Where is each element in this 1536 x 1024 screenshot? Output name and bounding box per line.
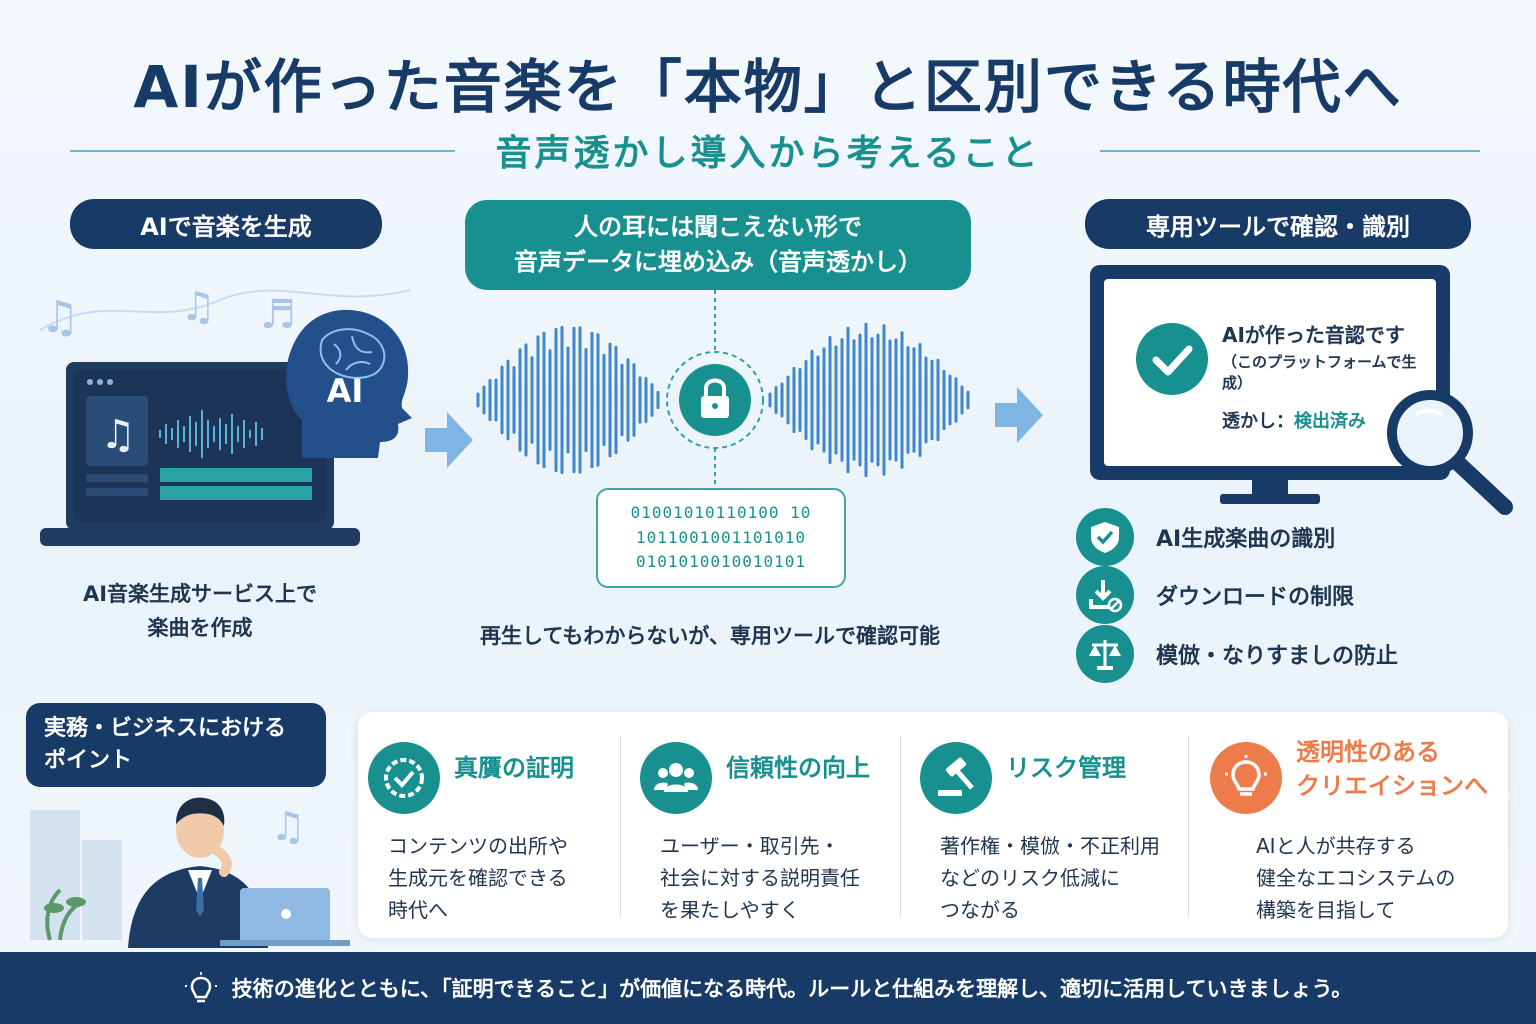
feature-impersonation-label: 模倣・なりすましの防止: [1156, 644, 1399, 669]
binary-line: 01001010110100 10: [630, 502, 812, 522]
badge-check-icon: [368, 742, 440, 814]
point-transparency: 透明性のある クリエイションへ AIと人が共存する 健全なエコシステムの 構築を…: [1210, 732, 1500, 928]
point-trust: 信頼性の向上 ユーザー・取引先・ 社会に対する説明責任 を果たしやすく: [640, 732, 905, 928]
feature-identify-label: AI生成楽曲の識別: [1156, 527, 1336, 552]
watermark-status: 透かし：検出済み: [1222, 407, 1366, 433]
businessman-illustration: ♫: [30, 797, 350, 948]
footer-banner: 技術の進化とともに、「証明できること」が価値になる時代。ルールと仕組みを理解し、…: [0, 952, 1536, 1024]
waveform-illustration: [476, 290, 970, 485]
point-body-line: 社会に対する説明責任: [660, 866, 860, 890]
embed-pill-line2: 音声データに埋め込み（音声透かし）: [514, 248, 922, 276]
point-transparency-title-line2: クリエイションへ: [1296, 771, 1488, 800]
binary-data-box: 01001010110100 10 1011001001101010 01010…: [596, 488, 846, 588]
download-block-icon: [1076, 566, 1134, 624]
point-risk: リスク管理 著作権・模倣・不正利用 などのリスク低減に つながる: [920, 732, 1185, 928]
gavel-icon: [920, 742, 992, 814]
footer-text: 技術の進化とともに、「証明できること」が価値になる時代。ルールと仕組みを理解し、…: [231, 977, 1353, 1001]
feature-download-limit: ダウンロードの制限: [1076, 566, 1354, 624]
monitor-screen: AIが作った音認です （このプラットフォームで生成） 透かし：検出済み: [1104, 279, 1436, 466]
monitor: AIが作った音認です （このプラットフォームで生成） 透かし：検出済み: [1090, 265, 1450, 480]
lightbulb-icon: [184, 972, 217, 1003]
watermark-status-label: 透かし：: [1222, 411, 1294, 432]
svg-text:♫: ♫: [180, 284, 216, 330]
point-body-line: つながる: [940, 898, 1020, 922]
svg-text:♫: ♫: [270, 804, 306, 850]
generate-caption-line2: 楽曲を作成: [147, 615, 253, 640]
binary-line: 0101010010010101: [635, 552, 807, 572]
embed-pill-line1: 人の耳には聞こえない形で: [574, 213, 862, 242]
page-subtitle: 音声透かし導入から考えること: [495, 133, 1041, 174]
point-trust-body: ユーザー・取引先・ 社会に対する説明責任 を果たしやすく: [660, 830, 860, 926]
point-divider: [900, 736, 901, 916]
business-points-panel: 真贋の証明 コンテンツの出所や 生成元を確認できる 時代へ 信頼性の向上 ユーザ…: [358, 712, 1508, 938]
verify-pill: 専用ツールで確認・識別: [1085, 199, 1471, 249]
point-body-line: 生成元を確認できる: [388, 866, 568, 890]
point-divider: [1188, 736, 1189, 916]
svg-text:♬: ♬: [260, 292, 296, 338]
lightbulb-icon: [1210, 742, 1282, 814]
point-trust-title: 信頼性の向上: [726, 754, 870, 782]
check-icon: [1136, 323, 1208, 395]
ai-head-label: AI: [326, 372, 364, 410]
point-risk-title: リスク管理: [1006, 754, 1126, 782]
point-body-line: 健全なエコシステムの: [1256, 866, 1456, 890]
point-authenticity-title: 真贋の証明: [454, 754, 574, 782]
point-body-line: コンテンツの出所や: [388, 834, 568, 858]
generate-caption: AI音楽生成サービス上で 楽曲を作成: [40, 578, 360, 645]
svg-text:♫: ♫: [40, 292, 79, 343]
watermark-status-value: 検出済み: [1294, 411, 1366, 432]
point-body-line: 著作権・模倣・不正利用: [940, 834, 1160, 858]
point-divider: [620, 736, 621, 916]
embed-pill: 人の耳には聞こえない形で 音声データに埋め込み（音声透かし）: [465, 200, 971, 290]
subtitle-rule-right: [1100, 150, 1480, 152]
point-body-line: 時代へ: [388, 898, 448, 922]
point-body-line: ユーザー・取引先・: [660, 834, 840, 858]
monitor-result-text: AIが作った音認です: [1222, 323, 1405, 347]
point-transparency-body: AIと人が共存する 健全なエコシステムの 構築を目指して: [1256, 830, 1455, 926]
magnifier-icon: [1387, 390, 1513, 515]
arrow-right-icon: [425, 412, 473, 468]
watermark-caption: 再生してもわからないが、専用ツールで確認可能: [480, 624, 940, 648]
point-body-line: AIと人が共存する: [1256, 834, 1416, 858]
scales-icon: [1076, 625, 1134, 683]
point-risk-body: 著作権・模倣・不正利用 などのリスク低減に つながる: [940, 830, 1160, 926]
point-body-line: を果たしやすく: [660, 898, 800, 922]
point-body-line: などのリスク低減に: [940, 866, 1120, 890]
business-points-pill: 実務・ビジネスにおける ポイント: [26, 703, 326, 787]
binary-line: 1011001001101010: [635, 527, 807, 547]
page-title: AIが作った音楽を「本物」と区別できる時代へ: [133, 53, 1403, 121]
music-notes-decoration: ♫ ♫ ♬: [39, 284, 411, 343]
generate-caption-line1: AI音楽生成サービス上で: [82, 582, 318, 606]
point-authenticity-body: コンテンツの出所や 生成元を確認できる 時代へ: [388, 830, 568, 926]
arrow-right-icon: [995, 387, 1043, 443]
monitor-result-subtext: （このプラットフォームで生成）: [1222, 353, 1417, 392]
monitor-stand: [1220, 478, 1320, 504]
shield-check-icon: [1076, 508, 1134, 566]
point-transparency-title-line1: 透明性のある: [1296, 738, 1440, 766]
business-pill-line2: ポイント: [44, 747, 133, 773]
subtitle-rule-left: [70, 150, 455, 152]
business-pill-line1: 実務・ビジネスにおける: [44, 716, 287, 741]
point-transparency-title: 透明性のある クリエイションへ: [1296, 736, 1488, 803]
people-icon: [640, 742, 712, 814]
feature-identify: AI生成楽曲の識別: [1076, 508, 1335, 566]
svg-text:♫: ♫: [100, 412, 136, 458]
laptop-illustration: ♫: [40, 362, 360, 546]
feature-download-limit-label: ダウンロードの制限: [1156, 585, 1355, 610]
generate-pill: AIで音楽を生成: [70, 199, 382, 249]
ai-head-icon: [286, 309, 412, 458]
feature-impersonation: 模倣・なりすましの防止: [1076, 625, 1398, 683]
point-authenticity: 真贋の証明 コンテンツの出所や 生成元を確認できる 時代へ: [368, 732, 618, 928]
point-body-line: 構築を目指して: [1256, 898, 1396, 922]
